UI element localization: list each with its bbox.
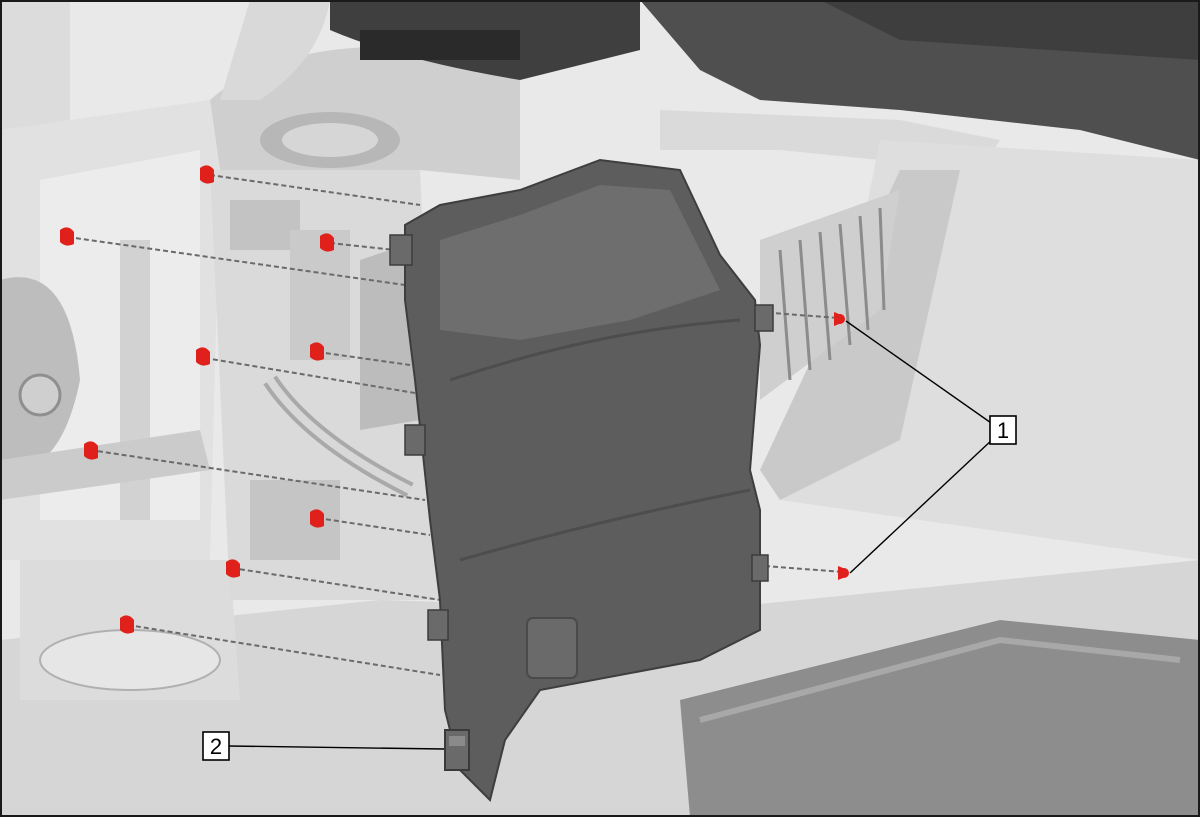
clip-receptacle-icon bbox=[310, 342, 324, 361]
fasteners bbox=[834, 312, 849, 580]
push-pin-fastener-icon bbox=[835, 314, 845, 324]
knee-bolster-trim-panel bbox=[389, 158, 774, 802]
clip-receptacle-icon bbox=[320, 233, 334, 252]
install-line bbox=[329, 242, 396, 251]
install-line bbox=[764, 565, 844, 573]
vent-grille bbox=[760, 190, 900, 400]
install-line bbox=[127, 624, 441, 676]
callout-2: 2 bbox=[202, 731, 230, 761]
leader-line-1a bbox=[845, 320, 995, 426]
mounting-bracket bbox=[210, 170, 440, 600]
installation-lines bbox=[67, 174, 844, 676]
clip-receptacle-icon bbox=[226, 559, 240, 578]
callout-1: 1 bbox=[989, 415, 1017, 445]
install-line bbox=[89, 449, 426, 501]
clip-receptacle-icon bbox=[310, 509, 324, 528]
leader-line-2 bbox=[227, 745, 445, 750]
install-line bbox=[317, 517, 431, 536]
install-line bbox=[209, 174, 421, 206]
push-pin-fastener-icon bbox=[839, 568, 849, 578]
callout-2-label: 2 bbox=[210, 734, 222, 759]
steering-column-area bbox=[210, 0, 640, 191]
clip-receptacle-icon bbox=[84, 441, 98, 460]
retainer-clip-icon bbox=[444, 729, 470, 771]
clip-receptacle-icon bbox=[196, 347, 210, 366]
install-line bbox=[759, 311, 839, 319]
install-line bbox=[67, 236, 406, 286]
leader-line-1b bbox=[849, 437, 995, 574]
leader-lines bbox=[227, 320, 995, 750]
clip-receptacle-icon bbox=[120, 615, 134, 634]
install-line bbox=[204, 357, 416, 394]
clip-receptacle-icon bbox=[200, 165, 214, 184]
clip-receptacle-icon bbox=[60, 227, 74, 246]
clip-receptacles bbox=[60, 165, 334, 634]
callout-1-label: 1 bbox=[997, 418, 1009, 443]
install-line bbox=[231, 567, 441, 601]
